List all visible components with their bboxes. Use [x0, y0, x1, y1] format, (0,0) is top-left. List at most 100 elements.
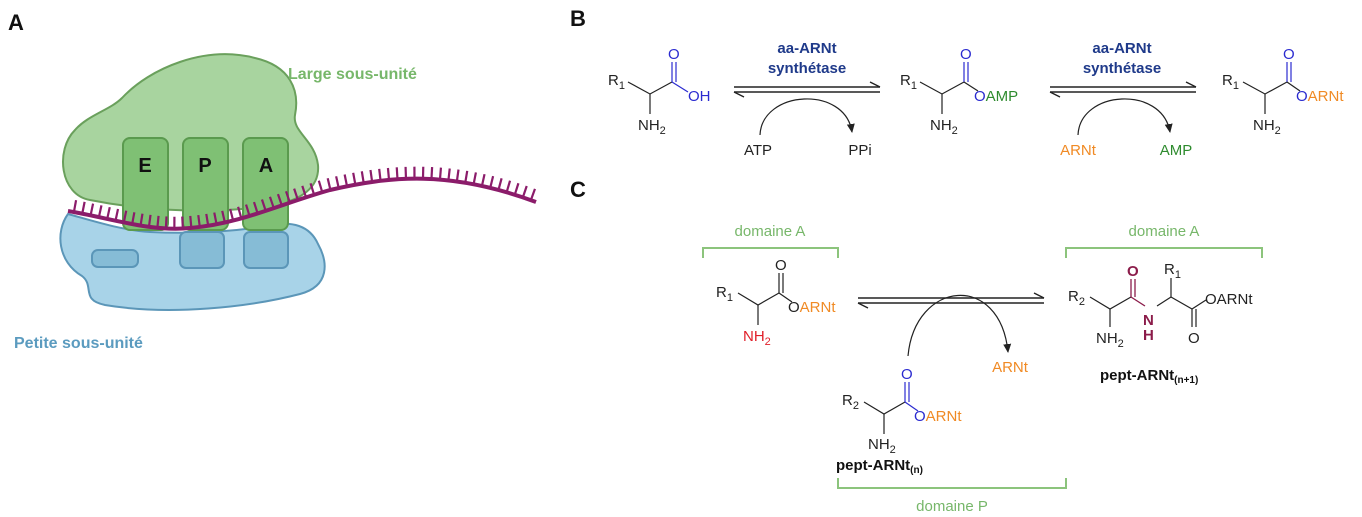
mrna-tick [343, 174, 349, 187]
mrna-codon-ticks [72, 166, 536, 229]
mrna-tick [131, 212, 136, 225]
site-e-label: E [138, 155, 151, 177]
svg-text:NH2: NH2 [638, 117, 666, 137]
svg-text:O: O [960, 46, 972, 63]
svg-text:O: O [775, 257, 787, 274]
domain-a-label-left: domaine A [735, 223, 806, 240]
site-a-label: A [259, 155, 273, 177]
mrna-tick [139, 213, 144, 226]
mrna-tick [326, 177, 332, 191]
mrna-tick [147, 214, 152, 227]
svg-text:O: O [1127, 263, 1139, 280]
enzyme-label-1b: synthétase [768, 60, 846, 77]
mrna-tick [245, 204, 251, 217]
svg-text:OARNt: OARNt [1296, 88, 1344, 105]
mrna-tick [317, 180, 324, 193]
mrna-tick [252, 201, 259, 214]
ppi-label: PPi [848, 142, 871, 159]
svg-text:O: O [901, 366, 913, 383]
svg-text:NH2: NH2 [868, 436, 896, 456]
mrna-tick [260, 199, 267, 212]
mrna-tick [513, 182, 520, 196]
mrna-tick [237, 206, 243, 219]
mrna-tick [521, 185, 528, 198]
mrna-tick [430, 167, 434, 180]
mrna-tick [122, 210, 128, 223]
svg-text:NH2: NH2 [1253, 117, 1281, 137]
mrna-tick [455, 169, 460, 182]
mrna-tick [81, 201, 86, 214]
donor-curve [907, 294, 1012, 357]
mrna-tick [335, 176, 340, 189]
mrna-tick [268, 196, 275, 209]
mrna-tick [464, 170, 469, 183]
released-arnt-label: ARNt [992, 359, 1029, 376]
cofactor-curve-2 [1077, 98, 1173, 136]
mrna-tick [395, 167, 399, 180]
mrna-tick [472, 172, 477, 185]
mrna-tick [378, 168, 382, 181]
mrna-tick [386, 167, 391, 181]
mrna-tick [221, 210, 226, 223]
svg-text:OARNt: OARNt [914, 408, 962, 425]
mrna-tick [106, 206, 111, 220]
enzyme-label-2a: aa-ARNt [1092, 40, 1151, 57]
donor-label: pept-ARNt(n) [836, 457, 923, 476]
svg-text:OARNt: OARNt [788, 299, 836, 316]
mrna-tick [301, 185, 308, 198]
molecule-aminoacyl-trna: R1 O OARNt NH2 [1222, 46, 1344, 137]
svg-text:H: H [1143, 327, 1154, 344]
cofactor-curve-1 [759, 98, 855, 136]
bracket-domain-a-left [702, 247, 839, 258]
mrna-tick [480, 173, 486, 187]
mrna-tick [293, 188, 299, 201]
molecule-acceptor-trna: R1 O OARNt NH2 [716, 257, 836, 348]
molecule-donor-trna: R2 O OARNt NH2 pept-ARNt(n) [836, 366, 962, 476]
panel-label-a: A [8, 10, 24, 35]
enzyme-label-1a: aa-ARNt [777, 40, 836, 57]
aminoacylation-scheme: R1 O OH NH2 aa-ARNt synthétase ATP PPi R… [608, 40, 1344, 159]
svg-text:R2: R2 [842, 392, 859, 412]
bracket-domain-p [837, 478, 1067, 489]
arnt-input-label: ARNt [1060, 142, 1097, 159]
panel-label-b: B [570, 6, 586, 31]
mrna-tick [284, 190, 291, 204]
mrna-tick [114, 208, 120, 221]
svg-text:R1: R1 [900, 72, 917, 92]
svg-text:R1: R1 [716, 284, 733, 304]
mrna-tick [72, 200, 78, 213]
atp-label: ATP [744, 142, 772, 159]
site-p-label: P [198, 155, 211, 177]
mrna-tick [360, 171, 365, 184]
svg-text:R1: R1 [1222, 72, 1239, 92]
mrna-strand [67, 176, 537, 231]
small-subunit-label: Petite sous-unité [14, 335, 143, 352]
svg-text:N: N [1143, 312, 1154, 329]
large-subunit-label: Large sous-unité [288, 66, 417, 83]
molecule-aminoacyl-amp: R1 O OAMP NH2 [900, 46, 1018, 137]
mrna-tick [97, 205, 103, 218]
small-subunit-p-pocket [179, 231, 225, 269]
svg-text:R1: R1 [1164, 261, 1181, 281]
product-label: pept-ARNt(n+1) [1100, 367, 1198, 386]
mrna-tick [489, 175, 495, 189]
mrna-tick [205, 213, 210, 226]
mrna-tick [229, 208, 235, 221]
mrna-tick [309, 182, 316, 196]
site-p-box [182, 137, 229, 231]
mrna-tick [197, 214, 201, 228]
mrna-tick [89, 203, 95, 216]
mrna-tick [156, 215, 160, 228]
svg-text:NH2: NH2 [743, 328, 771, 348]
bracket-domain-a-right [1065, 247, 1263, 258]
peptide-bond-scheme: domaine A domaine A domaine P R1 O OARNt… [702, 223, 1263, 515]
small-subunit-groove [91, 249, 139, 268]
site-e-box [122, 137, 169, 231]
enzyme-label-2b: synthétase [1083, 60, 1161, 77]
svg-text:NH2: NH2 [930, 117, 958, 137]
amp-output-label: AMP [1160, 142, 1193, 159]
svg-text:NH2: NH2 [1096, 330, 1124, 350]
mrna-tick [529, 188, 536, 201]
domain-a-label-right: domaine A [1129, 223, 1200, 240]
